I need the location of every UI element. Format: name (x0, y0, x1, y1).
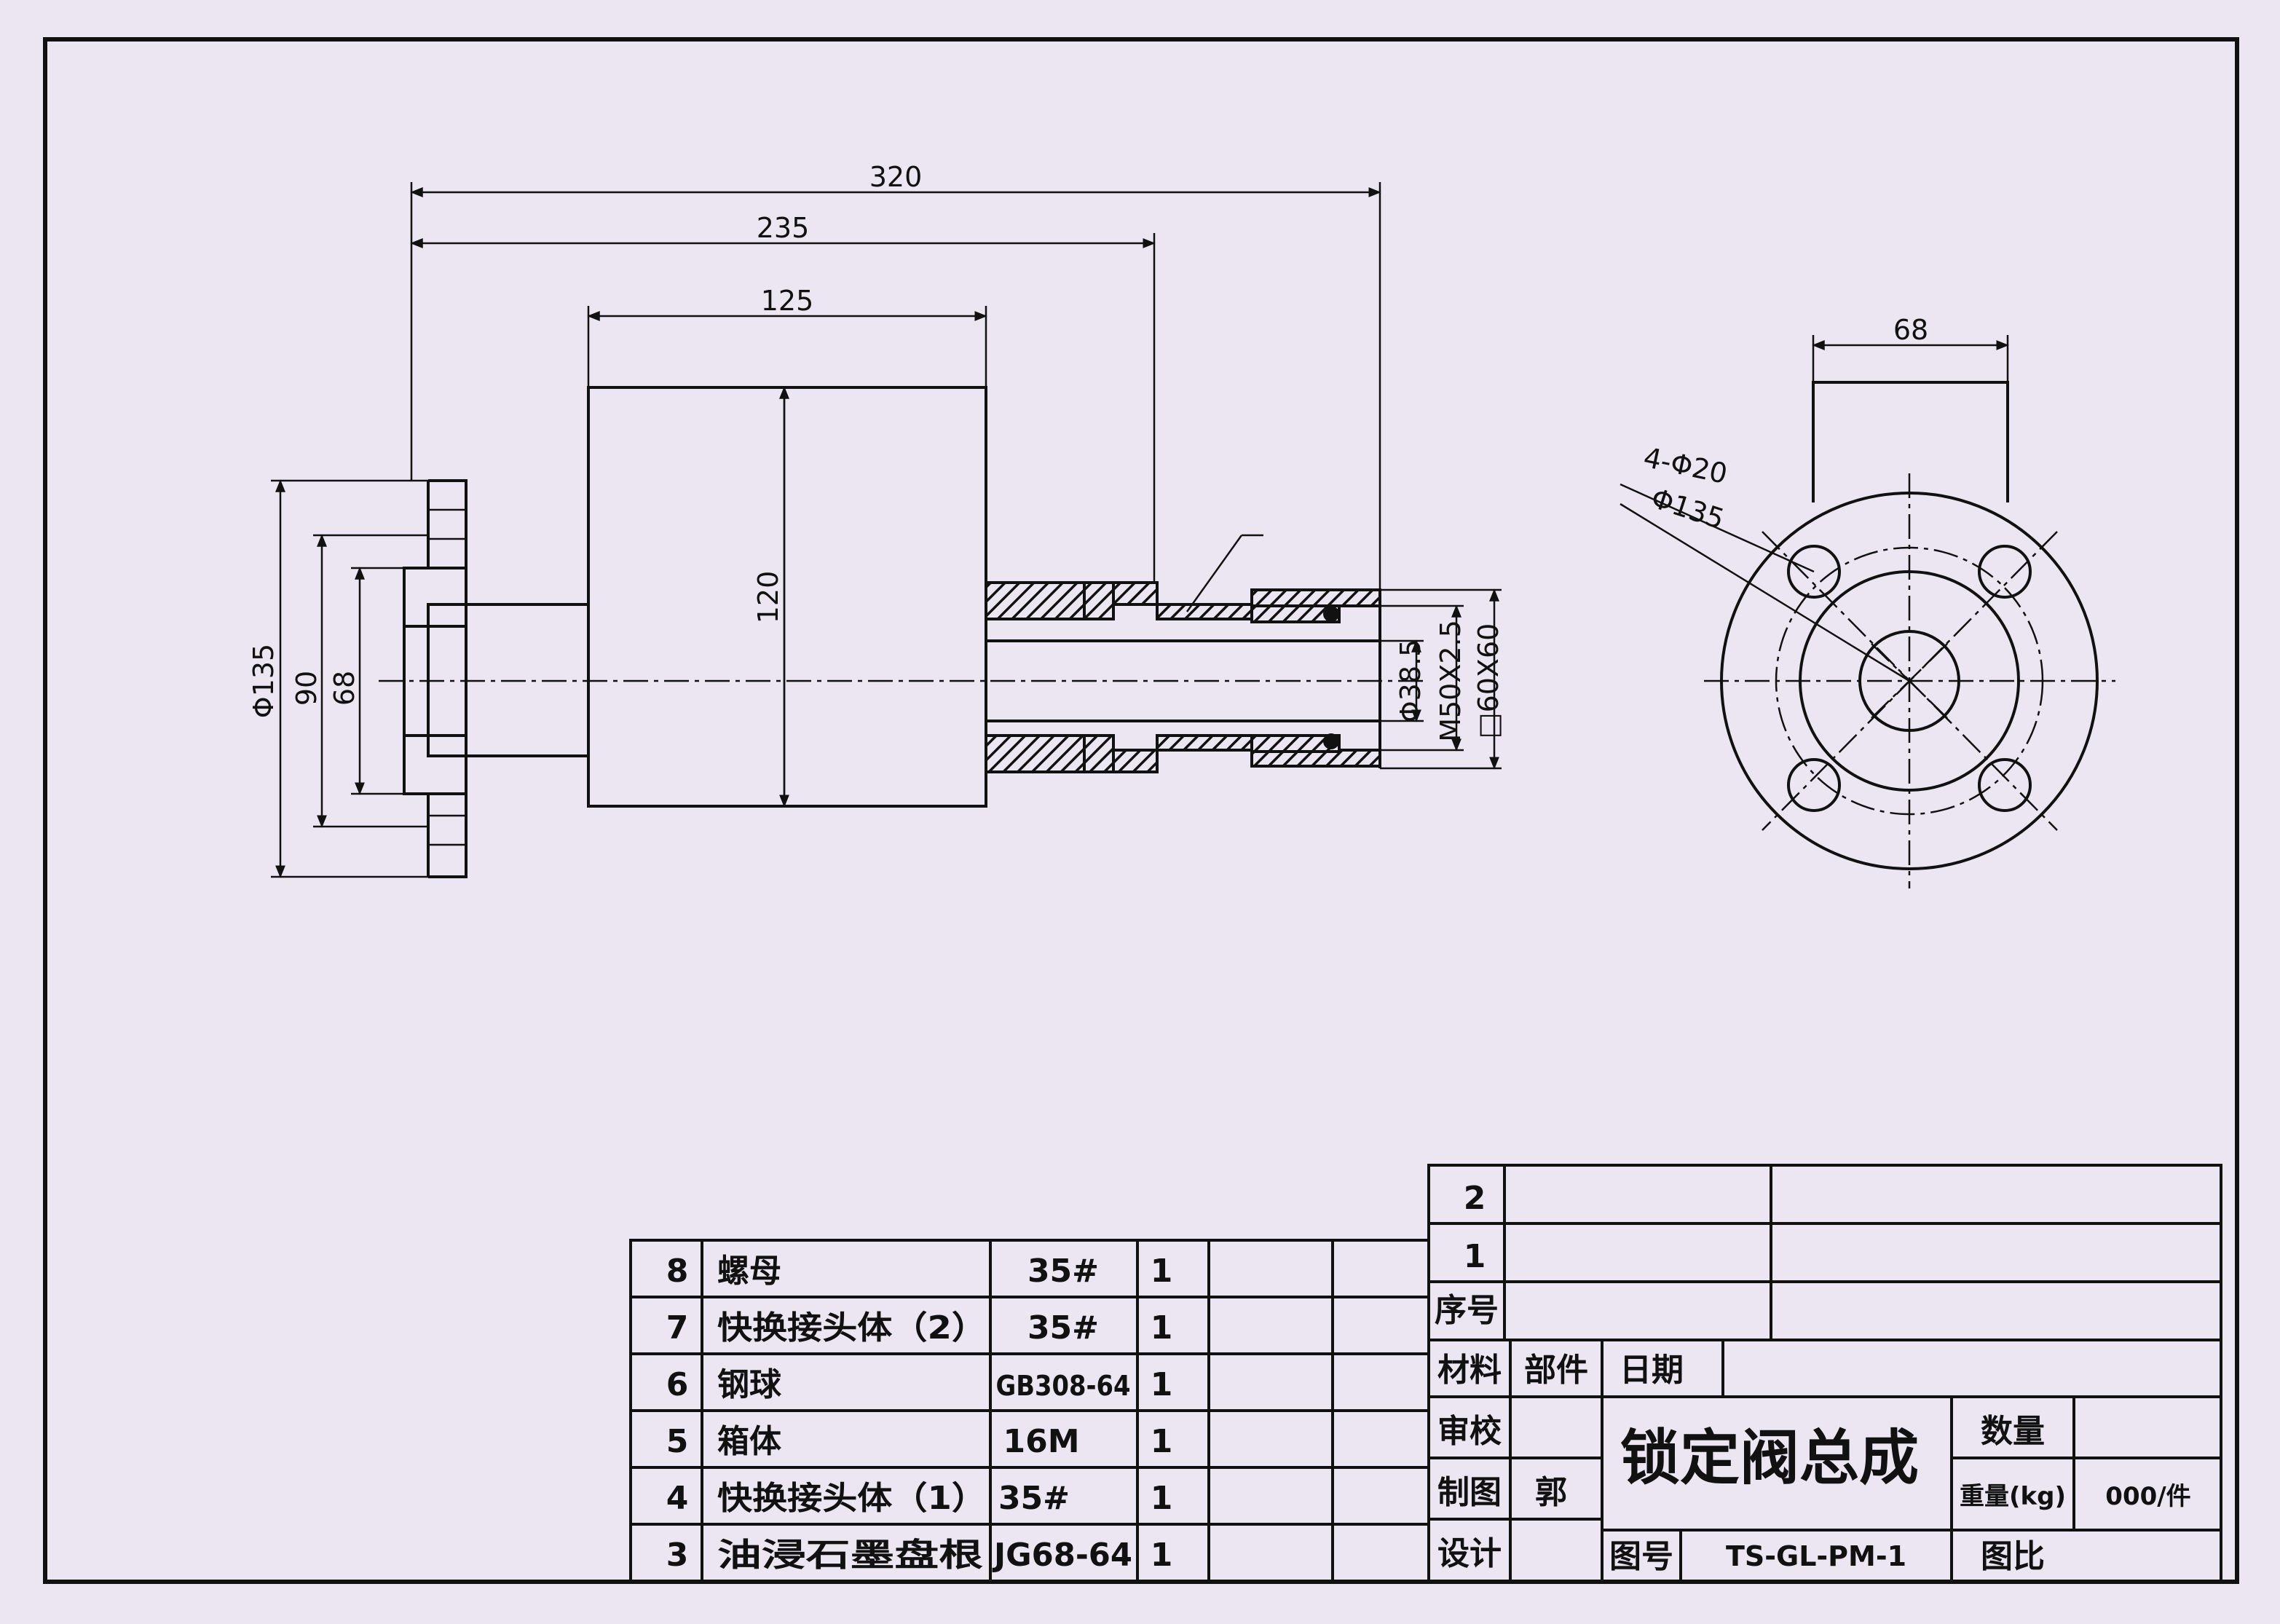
design-label: 设计 (1437, 1535, 1502, 1572)
weight-label: 重量(kg) (1960, 1482, 2066, 1511)
drawing-title: 锁定阀总成 (1620, 1424, 1919, 1493)
dwg-no: TS-GL-PM-1 (1726, 1540, 1906, 1572)
weight-value: 000/件 (2105, 1482, 2190, 1511)
parts-row-no: 3 (666, 1537, 689, 1574)
rev-row-2: 2 (1464, 1180, 1486, 1217)
parts-row-qty: 1 (1151, 1423, 1173, 1460)
parts-row-material: 35# (1027, 1253, 1099, 1290)
parts-row-qty: 1 (1151, 1309, 1173, 1347)
scale-label: 图比 (1981, 1538, 2045, 1575)
parts-row-qty: 1 (1151, 1366, 1173, 1403)
body-box (587, 386, 987, 808)
dim-phi38-5: Φ38.5 (1395, 639, 1427, 723)
review-label: 审校 (1437, 1413, 1502, 1450)
dim-320: 320 (869, 161, 923, 193)
parts-row-qty: 1 (1151, 1537, 1173, 1574)
parts-row-material: 35# (998, 1480, 1070, 1517)
parts-row-material: GB308-64 (996, 1370, 1131, 1402)
dwg-no-label: 图号 (1609, 1538, 1673, 1575)
dim-125: 125 (761, 285, 814, 317)
parts-row-name: 油浸石墨盘根 (717, 1537, 983, 1574)
parts-row-name: 快换接头体（2） (717, 1309, 987, 1347)
qty-label: 数量 (1981, 1413, 2045, 1450)
dim-4-phi20: 4-Φ20 (1641, 441, 1730, 490)
drawing-border (43, 37, 2239, 1584)
bolt-holes (1787, 545, 2032, 812)
dim-235: 235 (757, 212, 810, 244)
dim-68-side: 68 (1893, 314, 1928, 346)
dim-90: 90 (291, 671, 323, 706)
draw-label: 制图 (1437, 1474, 1502, 1511)
parts-row-qty: 1 (1151, 1253, 1173, 1290)
date-label: 日期 (1620, 1352, 1684, 1389)
title-block: 2 1 序号 材料 部件 日期 审校 制图 郭 设计 锁定阀总成 数量 重量(k… (1427, 1164, 2222, 1582)
parts-row-qty: 1 (1151, 1480, 1173, 1517)
parts-row-material: 35# (1027, 1309, 1099, 1347)
parts-row-name: 箱体 (717, 1423, 781, 1460)
dim-phi135: Φ135 (248, 644, 280, 718)
parts-row-material: JG68-64 (992, 1537, 1132, 1574)
side-view: 68 4-Φ20 Φ135 (1620, 314, 2115, 888)
front-view: 320 235 125 120 Φ135 90 68 Φ38.5 (248, 161, 1504, 878)
flange-outline (403, 479, 468, 878)
parts-row-name: 螺母 (717, 1253, 781, 1290)
material-label: 材料 (1437, 1352, 1502, 1389)
parts-row-no: 5 (666, 1423, 689, 1460)
dim-68-front: 68 (328, 671, 360, 706)
dim-120: 120 (752, 571, 784, 624)
part-label: 部件 (1524, 1352, 1588, 1389)
drawer-name: 郭 (1535, 1474, 1567, 1511)
parts-row-material: 16M (1003, 1423, 1079, 1460)
parts-list: 8 螺母 35# 1 7 快换接头体（2） 35# 1 6 钢球 GB308-6… (629, 1239, 1430, 1582)
parts-row-no: 7 (666, 1309, 689, 1347)
dim-m50x2-5: M50X2.5 (1435, 620, 1467, 742)
parts-row-name: 快换接头体（1） (717, 1480, 987, 1517)
parts-row-no: 4 (666, 1480, 689, 1517)
parts-row-no: 8 (666, 1253, 689, 1290)
dim-hex-60x60: □60X60 (1472, 623, 1504, 739)
rev-row-1: 1 (1464, 1238, 1486, 1275)
parts-row-no: 6 (666, 1366, 689, 1403)
parts-row-name: 钢球 (717, 1366, 782, 1403)
seq-label: 序号 (1435, 1292, 1499, 1329)
